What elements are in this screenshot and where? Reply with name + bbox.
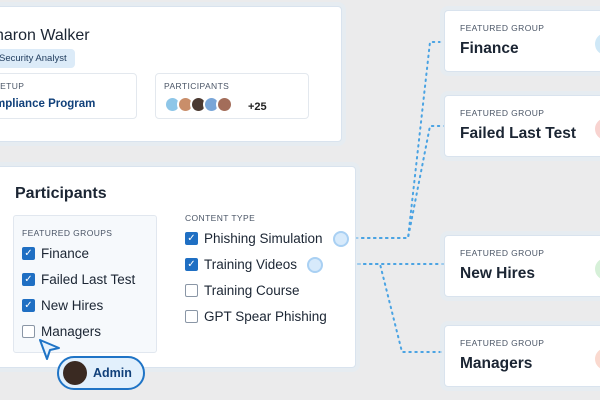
- avatar: [216, 96, 233, 113]
- group-checkbox-finance[interactable]: ✓ Finance: [22, 246, 89, 261]
- content-checkbox-phishing-simulation[interactable]: ✓ Phishing Simulation: [185, 231, 323, 246]
- participants-box[interactable]: PARTICIPANTS +25: [155, 73, 309, 119]
- content-label: Training Course: [204, 283, 300, 298]
- featured-group-card-new-hires[interactable]: FEATURED GROUP New Hires: [444, 235, 600, 297]
- checkbox-checked-icon[interactable]: ✓: [22, 273, 35, 286]
- group-label: Failed Last Test: [41, 272, 136, 287]
- checkbox-checked-icon[interactable]: ✓: [185, 232, 198, 245]
- featured-group-card-failed-last-test[interactable]: FEATURED GROUP Failed Last Test: [444, 95, 600, 157]
- content-label: GPT Spear Phishing: [204, 309, 327, 324]
- content-checkbox-gpt-spear-phishing[interactable]: GPT Spear Phishing: [185, 309, 327, 324]
- connector-handle-training-videos[interactable]: [307, 257, 323, 273]
- group-label: Managers: [41, 324, 102, 339]
- group-checkbox-failed-last-test[interactable]: ✓ Failed Last Test: [22, 272, 135, 287]
- group-checkbox-new-hires[interactable]: ✓ New Hires: [22, 298, 103, 313]
- checkbox-unchecked-icon[interactable]: [22, 325, 35, 338]
- featured-group-name: New Hires: [460, 265, 535, 282]
- setup-value: ompliance Program: [0, 98, 96, 110]
- admin-label: Admin: [93, 366, 132, 380]
- content-label: Training Videos: [204, 257, 298, 272]
- checkbox-checked-icon[interactable]: ✓: [22, 247, 35, 260]
- group-checkbox-managers[interactable]: Managers: [22, 324, 101, 339]
- setup-label: SETUP: [0, 81, 25, 91]
- role-badge: Security Analyst: [0, 49, 75, 68]
- connector-handle-phishing-simulation[interactable]: [333, 231, 349, 247]
- content-type-label: CONTENT TYPE: [185, 213, 256, 223]
- checkbox-checked-icon[interactable]: ✓: [185, 258, 198, 271]
- featured-group-label: FEATURED GROUP: [460, 248, 545, 258]
- panel-title: Participants: [15, 185, 107, 202]
- participants-label: PARTICIPANTS: [164, 81, 230, 91]
- participant-avatars: [164, 96, 233, 113]
- group-icon: [595, 118, 600, 140]
- featured-group-name: Managers: [460, 355, 533, 372]
- content-label: Phishing Simulation: [204, 231, 323, 246]
- checkbox-unchecked-icon[interactable]: [185, 284, 198, 297]
- participants-extra-count: +25: [248, 101, 267, 113]
- pointer-cursor-icon: [39, 339, 60, 360]
- setup-box[interactable]: SETUP ompliance Program: [0, 73, 137, 119]
- group-icon: [595, 258, 600, 280]
- featured-group-card-managers[interactable]: FEATURED GROUP Managers: [444, 325, 600, 387]
- link-failed-last-test: [355, 125, 445, 239]
- participants-panel: Participants FEATURED GROUPS ✓ Finance ✓…: [0, 166, 356, 368]
- featured-group-label: FEATURED GROUP: [460, 338, 545, 348]
- content-checkbox-training-course[interactable]: Training Course: [185, 283, 300, 298]
- featured-groups-box: FEATURED GROUPS ✓ Finance ✓ Failed Last …: [13, 215, 157, 353]
- group-icon: [595, 348, 600, 370]
- checkbox-checked-icon[interactable]: ✓: [22, 299, 35, 312]
- profile-card: haron Walker Security Analyst SETUP ompl…: [0, 6, 342, 142]
- content-checkbox-training-videos[interactable]: ✓ Training Videos: [185, 257, 297, 272]
- featured-group-label: FEATURED GROUP: [460, 108, 545, 118]
- person-name: haron Walker: [0, 27, 90, 44]
- featured-group-label: FEATURED GROUP: [460, 23, 545, 33]
- admin-avatar: [63, 361, 87, 385]
- group-label: New Hires: [41, 298, 104, 313]
- group-icon: [595, 33, 600, 55]
- featured-group-card-finance[interactable]: FEATURED GROUP Finance: [444, 10, 600, 72]
- featured-group-name: Failed Last Test: [460, 125, 576, 142]
- featured-groups-label: FEATURED GROUPS: [22, 228, 113, 238]
- featured-group-name: Finance: [460, 40, 519, 57]
- group-label: Finance: [41, 246, 90, 261]
- checkbox-unchecked-icon[interactable]: [185, 310, 198, 323]
- admin-chip[interactable]: Admin: [57, 356, 145, 390]
- link-finance: [355, 41, 445, 239]
